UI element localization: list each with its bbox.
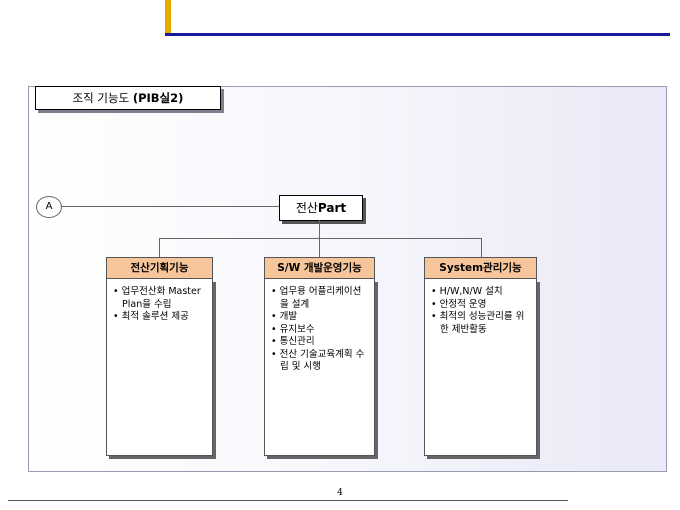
function-title: System관리기능 xyxy=(424,257,537,279)
function-item-list: • 업무전산화 Master Plan을 수립 • 최적 솔루션 제공 xyxy=(107,279,212,324)
function-title: S/W 개발운영기능 xyxy=(264,257,375,279)
function-box-sw-dev: S/W 개발운영기능 • 업무용 어플리케이션을 설계 • 개발 • 유지보수 … xyxy=(264,257,375,456)
header-accent-bar xyxy=(165,0,171,34)
tree-branch-line xyxy=(159,238,481,239)
list-item: • 안정적 운영 xyxy=(431,298,487,310)
list-item: • 최적 솔루션 제공 xyxy=(113,311,189,322)
tree-trunk-line xyxy=(319,220,320,239)
function-item-text: 최적 솔루션 제공 xyxy=(121,311,189,322)
function-item-text: 안정적 운영 xyxy=(439,298,487,310)
function-body: • 업무전산화 Master Plan을 수립 • 최적 솔루션 제공 xyxy=(106,279,213,456)
function-item-text: 통신관리 xyxy=(279,336,315,347)
root-node-prefix: 전산 xyxy=(295,201,318,215)
list-item: • 전산 기술교육계획 수립 및 시행 xyxy=(271,348,365,373)
footer-rule xyxy=(8,500,568,501)
function-body: • H/W,N/W 설치 • 안정적 운영 • 최적의 성능관리를 위한 제반활… xyxy=(424,279,537,456)
list-item: • 유지보수 xyxy=(271,323,315,335)
diagram-title: 조직 기능도 (PIB실2) xyxy=(35,86,221,110)
function-item-text: 최적의 성능관리를 위한 제반활동 xyxy=(439,311,525,335)
list-item: • 개발 xyxy=(271,311,298,322)
list-item: • 업무전산화 Master Plan을 수립 xyxy=(113,286,201,310)
list-item: • H/W,N/W 설치 xyxy=(431,286,503,297)
header-rule xyxy=(165,33,670,36)
tree-drop-line-3 xyxy=(481,238,482,257)
tree-drop-line-1 xyxy=(159,238,160,257)
function-body: • 업무용 어플리케이션을 설계 • 개발 • 유지보수 • 통신관리 • 전산… xyxy=(264,279,375,456)
diagram-title-bold: (PIB실2) xyxy=(132,91,184,105)
list-item: • 통신관리 xyxy=(271,336,315,347)
function-item-text: 유지보수 xyxy=(279,323,315,335)
root-node-bold: Part xyxy=(317,201,347,215)
connector-line xyxy=(61,206,279,207)
function-item-text: 업무용 어플리케이션을 설계 xyxy=(279,286,362,310)
function-item-text: H/W,N/W 설치 xyxy=(439,286,503,297)
function-box-planning: 전산기획기능 • 업무전산화 Master Plan을 수립 • 최적 솔루션 … xyxy=(106,257,213,456)
function-box-system: System관리기능 • H/W,N/W 설치 • 안정적 운영 • 최적의 성… xyxy=(424,257,537,456)
function-title: 전산기획기능 xyxy=(106,257,213,279)
diagram-title-prefix: 조직 기능도 xyxy=(72,91,133,105)
list-item: • 업무용 어플리케이션을 설계 xyxy=(271,286,362,310)
function-item-text: 개발 xyxy=(279,311,298,322)
list-item: • 최적의 성능관리를 위한 제반활동 xyxy=(431,311,525,335)
root-node: 전산Part xyxy=(279,195,363,221)
tree-drop-line-2 xyxy=(319,238,320,257)
function-item-list: • 업무용 어플리케이션을 설계 • 개발 • 유지보수 • 통신관리 • 전산… xyxy=(265,279,374,374)
function-item-list: • H/W,N/W 설치 • 안정적 운영 • 최적의 성능관리를 위한 제반활… xyxy=(425,279,536,336)
function-item-text: 전산 기술교육계획 수립 및 시행 xyxy=(279,348,365,373)
page-number: 4 xyxy=(337,488,343,498)
connector-a: A xyxy=(36,196,62,218)
function-item-text: 업무전산화 Master Plan을 수립 xyxy=(121,286,201,310)
